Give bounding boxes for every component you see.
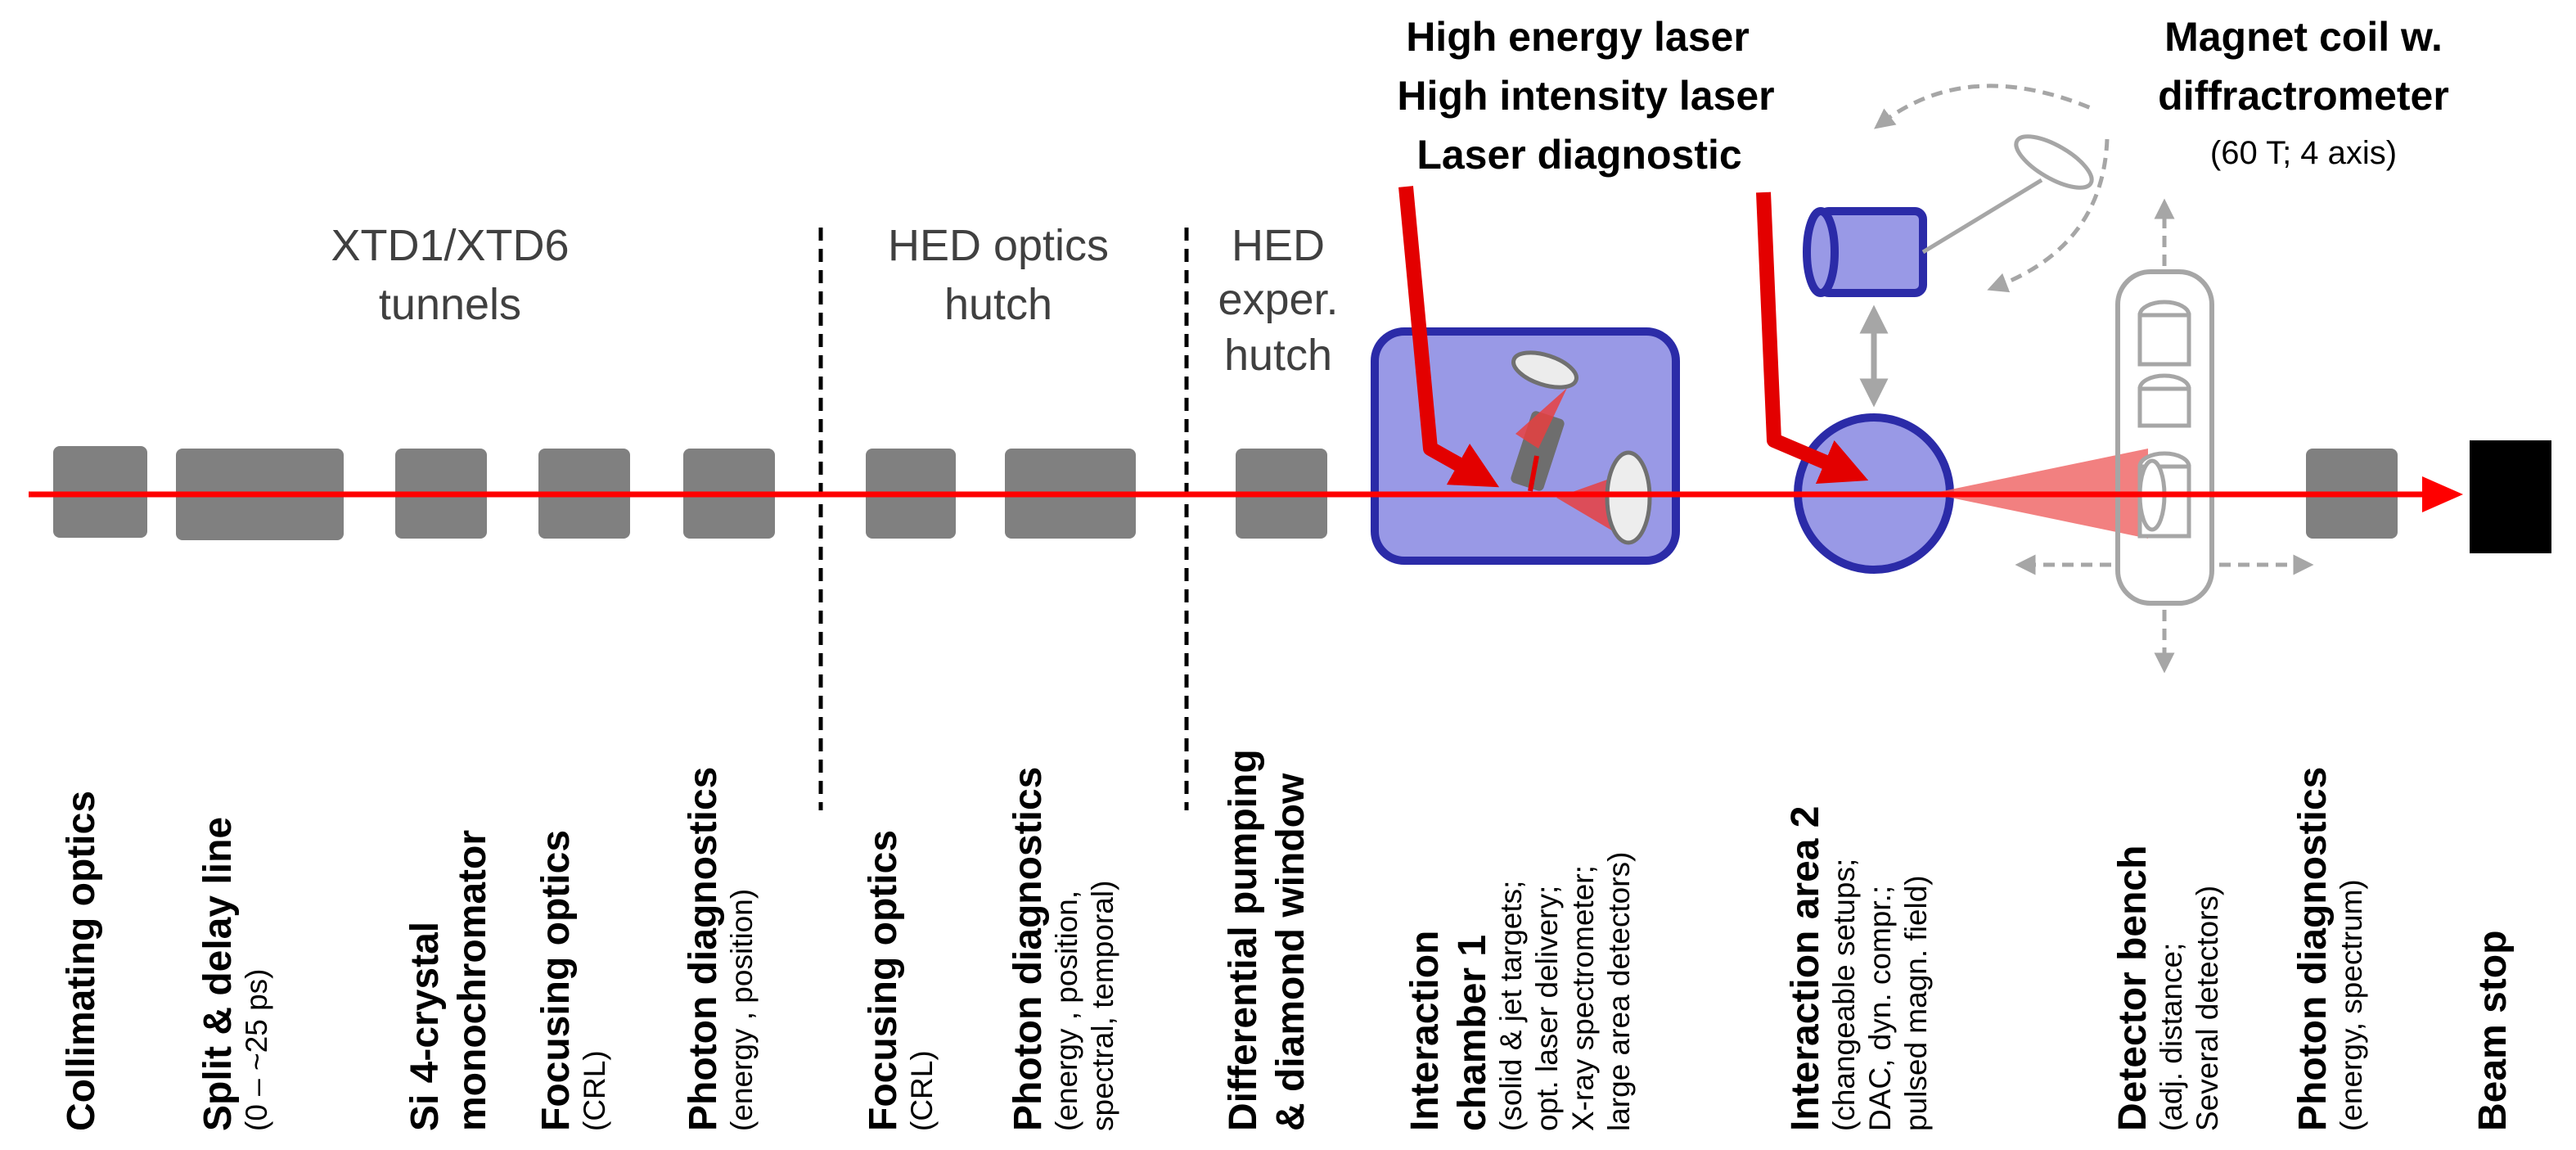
label-photon-diagnostics-2-line-2: (energy , position, [1050,891,1083,1131]
label-interaction-area-2-line-3: DAC, dyn. compr.; [1863,886,1897,1131]
label-detector-bench-line-2: (adj. distance; [2155,943,2188,1131]
label-detector-bench: Detector bench(adj. distance;Several det… [2111,846,2224,1131]
section-exper-hutch-line-2: exper. [1218,275,1338,324]
magnet-coil-labels: Magnet coil w. diffractrometer (60 T; 4 … [2158,14,2449,171]
label-photon-diagnostics-2: Photon diagnostics(energy , position,spe… [1007,767,1119,1131]
target-optic [1511,350,1578,390]
xray-beam-arrowhead [2422,476,2463,512]
label-collimating-optics-line-1: Collimating optics [60,791,103,1131]
section-label-exper-hutch: HED exper. hutch [1218,221,1338,380]
chamber-1-mirror [1605,450,1652,545]
section-exper-hutch-line-3: hutch [1224,331,1332,380]
label-interaction-area-2: Interaction area 2(changeable setups;DAC… [1784,806,1933,1132]
magnet-coil-title-line-2: diffractrometer [2158,73,2449,119]
section-tunnels-line-2: tunnels [379,280,521,329]
magnet-coil-title-line-1: Magnet coil w. [2164,14,2443,60]
label-interaction-chamber-1-line-2: chamber 1 [1451,935,1494,1131]
label-interaction-area-2-line-4: pulsed magn. field) [1899,875,1933,1131]
label-differential-pumping-line-1: Differential pumping [1222,749,1265,1131]
section-exper-hutch-line-1: HED [1232,221,1325,270]
label-si-monochromator-line-1: Si 4-crystal [403,922,447,1131]
section-optics-hutch-line-1: HED optics [888,221,1109,270]
chamber-1-inner-beam [1528,455,1539,492]
label-split-delay-line-line-1: Split & delay line [196,817,240,1131]
label-interaction-chamber-1-line-5: X-ray spectrometer; [1566,865,1600,1131]
setup-cylinder-face [1803,207,1839,297]
label-focusing-optics-2-line-1: Focusing optics [862,830,905,1131]
target-holder [1511,411,1565,491]
setup-arm [1921,178,2043,255]
laser-label-high-intensity: High intensity laser [1397,73,1774,119]
magnet-coil-frame [2115,269,2214,606]
laser-path-1 [1398,186,1500,488]
label-focusing-optics-2-line-2: (CRL) [905,1050,939,1131]
label-focusing-optics-2: Focusing optics(CRL) [862,830,939,1131]
label-photon-diagnostics-1-line-2: (energy , position) [725,889,759,1131]
section-label-optics-hutch: HED optics hutch [888,221,1109,329]
section-tunnels-line-1: XTD1/XTD6 [331,221,569,270]
label-split-delay-line-line-2: (0 – ~25 ps) [240,969,273,1131]
label-interaction-chamber-1-line-6: large area detectors) [1602,852,1636,1131]
label-collimating-optics: Collimating optics [60,791,103,1131]
label-photon-diagnostics-3-line-1: Photon diagnostics [2291,767,2335,1131]
label-differential-pumping-line-2: & diamond window [1269,773,1313,1131]
beam-stop-block [2470,440,2551,553]
label-beam-stop: Beam stop [2471,931,2515,1131]
setup-optic [2014,134,2094,190]
label-detector-bench-line-1: Detector bench [2111,846,2155,1131]
chamber-1-target-assembly [1511,350,1652,545]
label-photon-diagnostics-1-line-1: Photon diagnostics [682,767,725,1131]
label-focusing-optics-1-line-1: Focusing optics [534,830,578,1131]
label-focusing-optics-1-line-2: (CRL) [578,1050,611,1131]
label-interaction-area-2-line-1: Interaction area 2 [1784,806,1827,1132]
label-interaction-chamber-1-line-4: opt. laser delivery; [1530,886,1564,1131]
laser-path-2 [1756,192,1869,484]
section-label-tunnels: XTD1/XTD6 tunnels [331,221,569,329]
coil-ring-mid [2137,386,2191,428]
label-photon-diagnostics-3: Photon diagnostics(energy, spectrum) [2291,767,2368,1131]
label-split-delay-line: Split & delay line(0 – ~25 ps) [196,817,273,1131]
rotation-arrow-top [1874,83,2092,129]
label-si-monochromator-line-2: monochromator [451,830,494,1131]
coil-ring-top [2137,313,2191,367]
label-photon-diagnostics-3-line-2: (energy, spectrum) [2335,879,2368,1131]
label-photon-diagnostics-2-line-3: spectral, temporal) [1086,881,1119,1131]
laser-label-diagnostic: Laser diagnostic [1416,132,1741,178]
target-laser-cone [1515,388,1567,449]
label-detector-bench-line-3: Several detectors) [2191,886,2224,1131]
label-beam-stop-line-1: Beam stop [2471,931,2515,1131]
label-interaction-chamber-1-line-1: Interaction [1403,931,1447,1131]
label-differential-pumping: Differential pumping& diamond window [1222,749,1313,1131]
section-optics-hutch-line-2: hutch [944,280,1052,329]
label-focusing-optics-1: Focusing optics(CRL) [534,830,611,1131]
laser-labels: High energy laser High intensity laser L… [1397,14,1774,178]
laser-label-high-energy: High energy laser [1406,14,1750,60]
magnet-coil-subtitle: (60 T; 4 axis) [2210,135,2397,171]
label-interaction-chamber-1-line-3: (solid & jet targets; [1494,881,1528,1131]
component-labels: Collimating optics Split & delay line(0 –… [60,749,2515,1131]
label-photon-diagnostics-2-line-1: Photon diagnostics [1007,767,1050,1131]
label-interaction-area-2-line-2: (changeable setups; [1827,859,1861,1131]
label-photon-diagnostics-1: Photon diagnostics(energy , position) [682,767,759,1131]
magnet-coil-assembly [2015,198,2314,674]
rotation-arrow-side [1987,138,2110,293]
movable-setup [1803,83,2110,408]
